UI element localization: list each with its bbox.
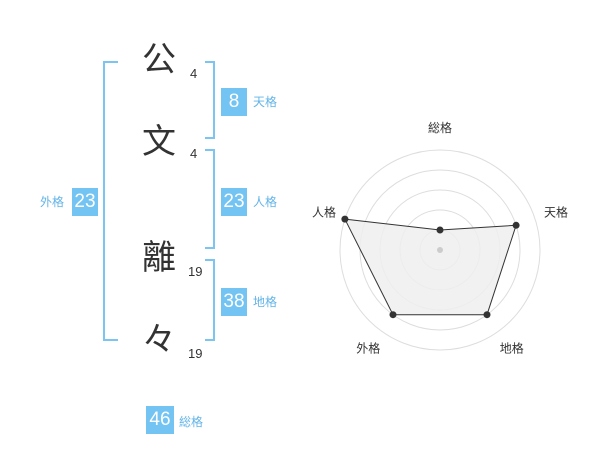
soukaku-label: 総格 bbox=[179, 415, 204, 429]
radar-ring-5 bbox=[339, 149, 541, 351]
radar-point-5 bbox=[341, 215, 349, 223]
radar-axis-label-3: 地格 bbox=[500, 341, 524, 356]
tenkaku-bracket bbox=[205, 61, 215, 139]
radar-area bbox=[344, 218, 517, 316]
stroke-count-2: 4 bbox=[190, 146, 198, 161]
name-char-4: 々 bbox=[142, 320, 176, 360]
chikaku-score: 38 bbox=[221, 288, 247, 316]
stroke-count-4: 19 bbox=[188, 346, 203, 361]
radar-point-2 bbox=[512, 221, 520, 229]
radar-point-1 bbox=[436, 226, 444, 234]
radar-center-dot bbox=[437, 247, 443, 253]
gaikaku-label: 外格 bbox=[40, 195, 65, 209]
tenkaku-label: 天格 bbox=[253, 95, 278, 109]
gaikaku-score: 23 bbox=[72, 188, 98, 216]
name-char-3: 離 bbox=[142, 238, 176, 278]
gaikaku-bracket bbox=[103, 61, 118, 341]
radar-axis-label-4: 外格 bbox=[356, 341, 380, 356]
radar-axis-label-1: 総格 bbox=[428, 120, 452, 135]
stroke-count-3: 19 bbox=[188, 264, 203, 279]
chikaku-bracket bbox=[205, 259, 215, 341]
tenkaku-score: 8 bbox=[221, 88, 247, 116]
jinkaku-score: 23 bbox=[221, 188, 247, 216]
radar-axis-label-5: 人格 bbox=[312, 204, 336, 219]
jinkaku-bracket bbox=[205, 149, 215, 249]
name-char-1: 公 bbox=[142, 40, 176, 80]
stroke-count-1: 4 bbox=[190, 66, 198, 81]
name-char-2: 文 bbox=[142, 122, 176, 162]
chikaku-label: 地格 bbox=[253, 295, 278, 309]
jinkaku-label: 人格 bbox=[253, 195, 278, 209]
radar-axis-label-2: 天格 bbox=[544, 204, 568, 219]
soukaku-score: 46 bbox=[146, 406, 174, 434]
radar-point-3 bbox=[483, 311, 491, 319]
radar-point-4 bbox=[389, 311, 397, 319]
